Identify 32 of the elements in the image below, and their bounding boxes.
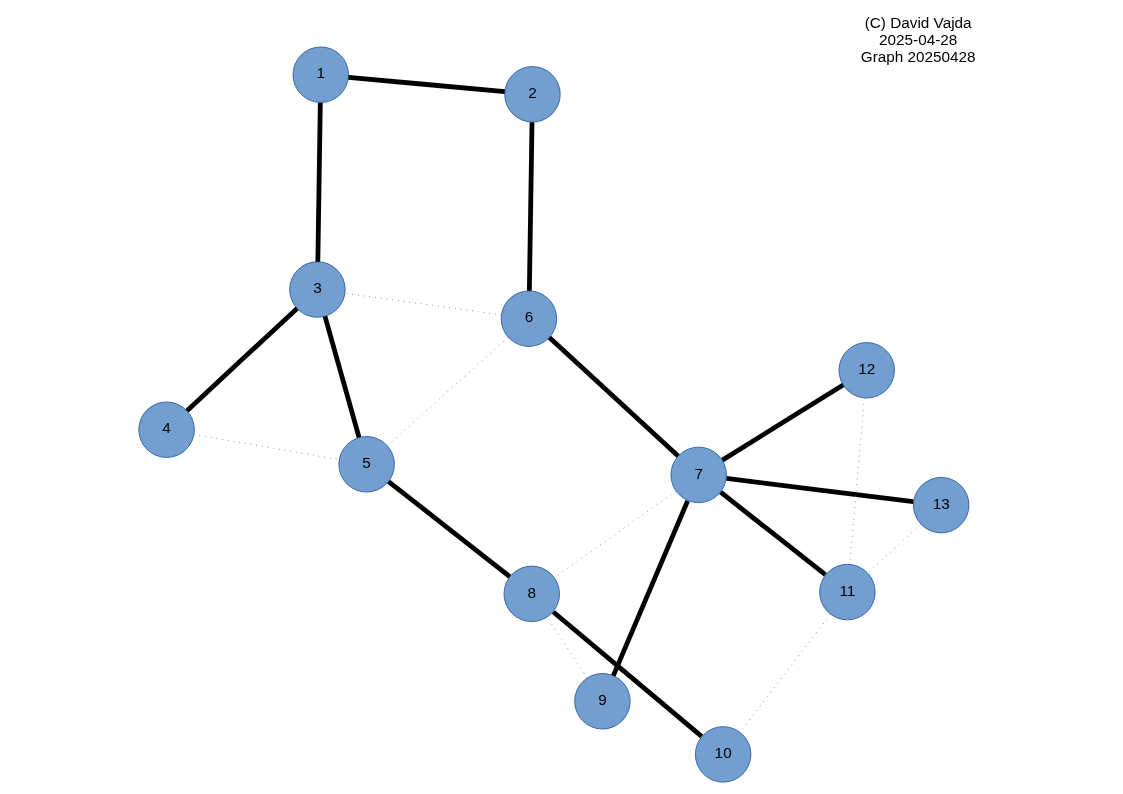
label: Graph 20250428 [860,48,976,66]
node-circle: 8 [503,565,560,623]
connector [739,613,831,733]
connector [611,499,690,677]
connector [721,382,845,463]
node-circle: 2 [504,66,561,123]
label: 2025-04-28 [879,31,958,49]
connector [185,306,299,413]
connector [193,434,340,461]
connector [546,616,588,679]
node-circle: 13 [912,476,970,534]
connector [719,490,827,577]
connector [726,476,914,505]
node-circle: 9 [574,673,631,730]
node-circle: 1 [292,46,349,103]
node-circle: 7 [670,446,727,504]
node-circle: 6 [500,290,558,347]
connector [387,479,512,579]
node-circle: 12 [838,342,895,399]
node-circle: 4 [138,401,195,458]
node-circle: 3 [289,261,346,318]
connector [344,292,502,316]
node-circle: 11 [819,563,876,621]
connector [547,335,680,458]
label: (C) David Vajda [864,13,972,31]
connector [551,610,704,739]
node-circle: 5 [338,436,395,493]
connector [315,102,323,262]
connector [348,74,505,95]
connector [526,122,535,291]
node-circle: 10 [694,726,752,783]
connector [322,315,362,438]
